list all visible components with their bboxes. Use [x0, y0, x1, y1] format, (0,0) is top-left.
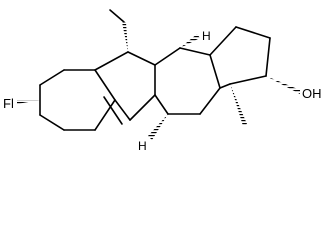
fluoro-label: Fl — [3, 96, 14, 111]
hydroxyl-label: OH — [302, 86, 322, 101]
ring-d — [209, 26, 271, 89]
ring-c — [154, 47, 221, 115]
steroid-structure-diagram: Fl OH H H — [3, 9, 322, 152]
fluoro-bond — [17, 100, 40, 104]
h-top-label: H — [202, 29, 211, 43]
oh-bond — [266, 76, 300, 94]
angular-h-top — [180, 34, 200, 48]
methyl-c13 — [230, 84, 247, 126]
methyl-top-hashed — [109, 9, 128, 52]
ring-b — [94, 51, 156, 121]
structure-canvas: Fl OH H H — [3, 9, 322, 152]
double-bond — [103, 96, 123, 125]
h-bottom-label: H — [138, 139, 147, 152]
ring-a — [39, 69, 116, 131]
angular-h-bottom — [148, 114, 168, 140]
